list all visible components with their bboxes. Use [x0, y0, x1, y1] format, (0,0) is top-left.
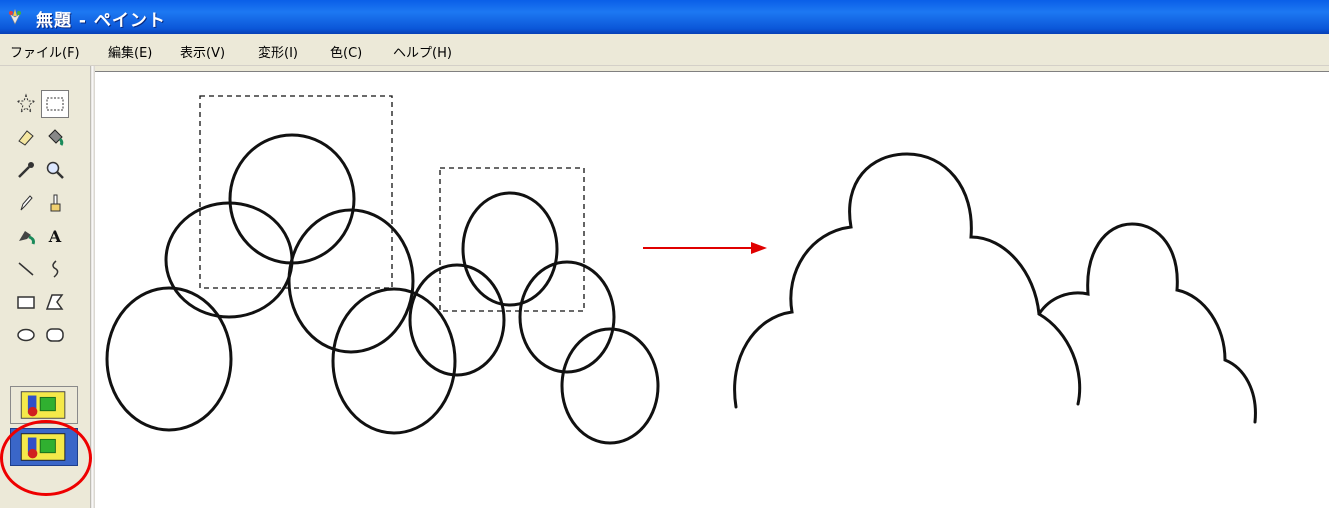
- cloud-outline-small: [1037, 222, 1257, 424]
- polygon-icon: [45, 294, 64, 310]
- curve-tool[interactable]: [41, 255, 69, 283]
- menu-bar: ファイル(F) 編集(E) 表示(V) 変形(I) 色(C) ヘルプ(H): [0, 34, 1329, 66]
- toolbox-divider: [90, 66, 95, 508]
- selection-rect-right: [439, 167, 585, 312]
- eraser-tool[interactable]: [12, 123, 40, 151]
- brush-tool[interactable]: [41, 189, 69, 217]
- fill-tool[interactable]: [41, 123, 69, 151]
- svg-text:A: A: [48, 227, 62, 246]
- eraser-icon: [18, 130, 34, 146]
- magnifier-icon: [46, 161, 64, 179]
- rect-select-icon: [46, 97, 64, 111]
- color-picker-tool[interactable]: [12, 156, 40, 184]
- ellipse-tool[interactable]: [12, 321, 40, 349]
- fill-bucket-icon: [48, 129, 64, 146]
- opaque-selection-icon: [20, 391, 66, 419]
- rectangle-tool[interactable]: [12, 288, 40, 316]
- menu-help[interactable]: ヘルプ(H): [393, 46, 452, 61]
- rounded-rect-icon: [46, 328, 64, 342]
- circle-4: [105, 286, 233, 432]
- circle-1: [228, 133, 356, 265]
- menu-file[interactable]: ファイル(F): [10, 46, 80, 61]
- title-bar: 無題 - ペイント: [0, 0, 1329, 34]
- color-picker-icon: [18, 162, 34, 178]
- free-select-tool[interactable]: [12, 90, 40, 118]
- cloud-outline-large: [733, 152, 1082, 409]
- window-title: 無題 - ペイント: [36, 11, 166, 31]
- highlight-circle: [0, 420, 92, 496]
- menu-view[interactable]: 表示(V): [180, 46, 226, 61]
- paint-app-icon: [9, 9, 21, 25]
- airbrush-icon: [19, 231, 35, 245]
- circle-7: [461, 191, 559, 307]
- selection-rect-left: [199, 95, 393, 289]
- opaque-selection-option[interactable]: [10, 386, 78, 424]
- brush-icon: [50, 194, 61, 212]
- circle-9: [560, 327, 660, 445]
- pencil-icon: [20, 195, 33, 211]
- rect-select-tool[interactable]: [41, 90, 69, 118]
- polygon-tool[interactable]: [41, 288, 69, 316]
- line-icon: [18, 262, 34, 276]
- text-tool[interactable]: A: [41, 222, 69, 250]
- canvas-drawing: [105, 95, 1257, 445]
- menu-colors[interactable]: 色(C): [330, 46, 363, 61]
- drawing-canvas[interactable]: [95, 72, 1329, 508]
- rectangle-icon: [17, 296, 35, 309]
- ellipse-icon: [17, 328, 35, 342]
- circle-8: [518, 260, 616, 374]
- canvas-top-edge: [95, 66, 1329, 72]
- line-tool[interactable]: [12, 255, 40, 283]
- circle-3: [287, 208, 415, 354]
- menu-image[interactable]: 変形(I): [258, 46, 298, 61]
- red-arrow: [643, 242, 767, 254]
- circle-6: [408, 263, 506, 377]
- rounded-rect-tool[interactable]: [41, 321, 69, 349]
- circle-5: [331, 287, 457, 435]
- menu-edit[interactable]: 編集(E): [108, 46, 153, 61]
- free-select-icon: [15, 93, 37, 114]
- text-icon: A: [48, 227, 62, 246]
- airbrush-tool[interactable]: [12, 222, 40, 250]
- pencil-tool[interactable]: [12, 189, 40, 217]
- curve-icon: [52, 260, 59, 278]
- magnifier-tool[interactable]: [41, 156, 69, 184]
